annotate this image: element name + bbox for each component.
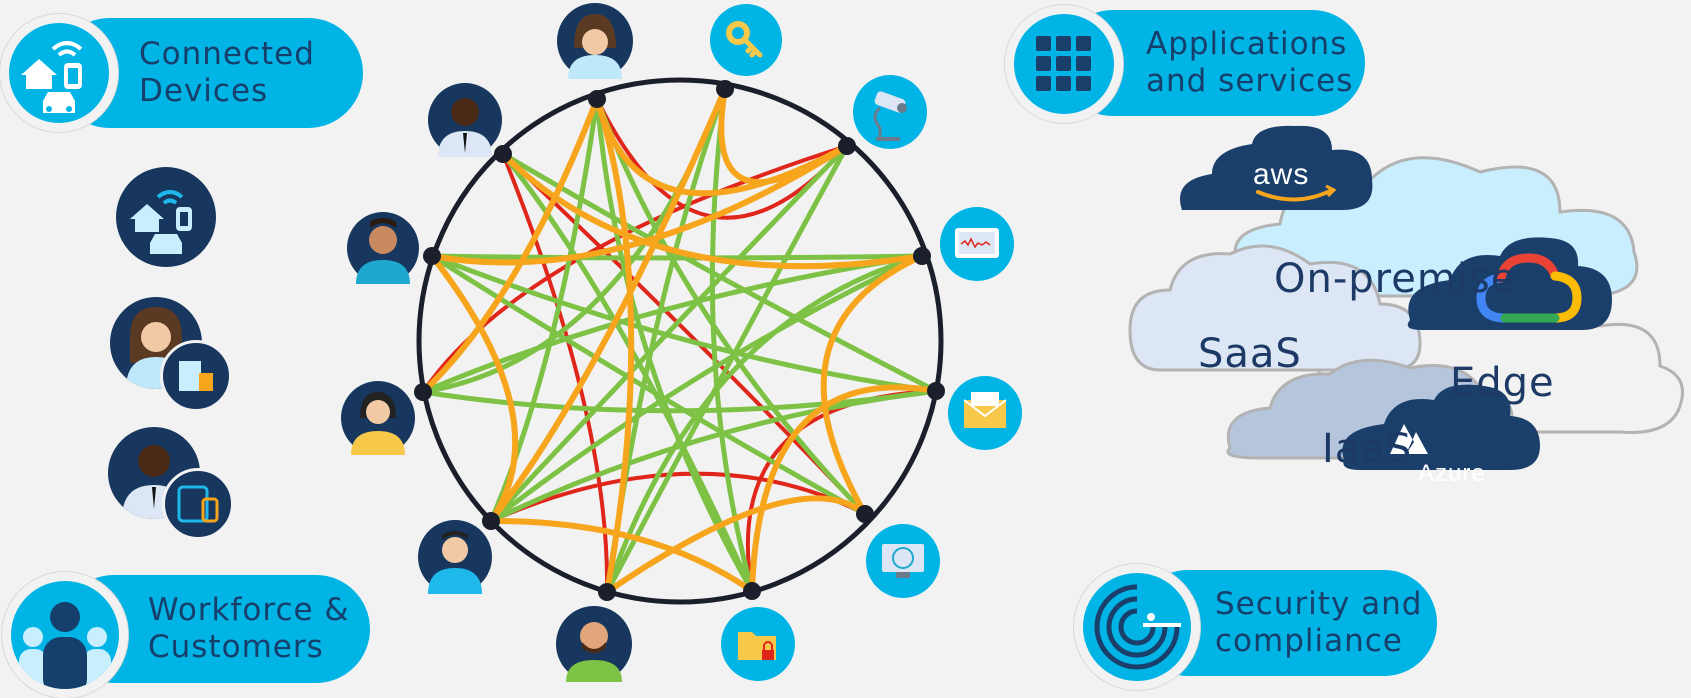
woman-avatar	[557, 3, 633, 79]
aws-smile-icon	[1256, 188, 1334, 202]
azure-a-icon	[1390, 424, 1428, 454]
smart-home-devices-icon	[116, 167, 216, 267]
security-badge	[1074, 564, 1200, 690]
camera-icon	[853, 75, 927, 149]
azure-label: Azure	[1418, 460, 1486, 487]
envelope-icon	[948, 376, 1022, 450]
globe-monitor-icon	[866, 524, 940, 598]
people-group-icon	[19, 602, 111, 689]
applications-label: Applications and services	[1146, 26, 1354, 99]
monitor-chart-icon	[940, 207, 1014, 281]
network-diagram	[341, 3, 1022, 682]
key-icon	[710, 4, 782, 76]
workforce-label: Workforce & Customers	[148, 592, 350, 665]
bearded-man-avatar	[556, 606, 632, 682]
fingerprint-shield-icon	[1094, 584, 1181, 670]
locked-folder-icon	[721, 607, 795, 681]
security-label: Security and compliance	[1215, 586, 1423, 659]
network-nodes	[414, 80, 945, 601]
azure-cloud	[1342, 384, 1540, 470]
edge-label: Edge	[1450, 360, 1555, 406]
app-grid-icon	[1036, 36, 1091, 91]
onprem-label: On-premise	[1274, 256, 1517, 302]
tablet-phone-icon	[162, 468, 234, 540]
google-cloud	[1407, 237, 1612, 330]
saas-label: SaaS	[1198, 331, 1302, 377]
smart-home-icon	[21, 41, 83, 113]
man-glasses-avatar	[418, 520, 492, 594]
aws-cloud	[1179, 125, 1373, 210]
woman-glasses-avatar	[341, 381, 415, 455]
cloud-cluster	[1128, 125, 1684, 470]
network-connections	[420, 86, 939, 595]
network-ring	[416, 77, 944, 605]
google-cloud-logo-icon	[1476, 253, 1582, 323]
applications-badge	[1005, 5, 1123, 123]
connected-devices-badge	[0, 14, 118, 132]
building-icon	[160, 340, 232, 412]
workforce-badge	[2, 572, 128, 698]
connected-devices-label: Connected Devices	[139, 36, 315, 109]
man-dark-avatar	[428, 83, 502, 157]
iaas-label: IaaS	[1322, 426, 1413, 472]
aws-label: aws	[1253, 158, 1310, 191]
man-avatar	[347, 212, 419, 284]
